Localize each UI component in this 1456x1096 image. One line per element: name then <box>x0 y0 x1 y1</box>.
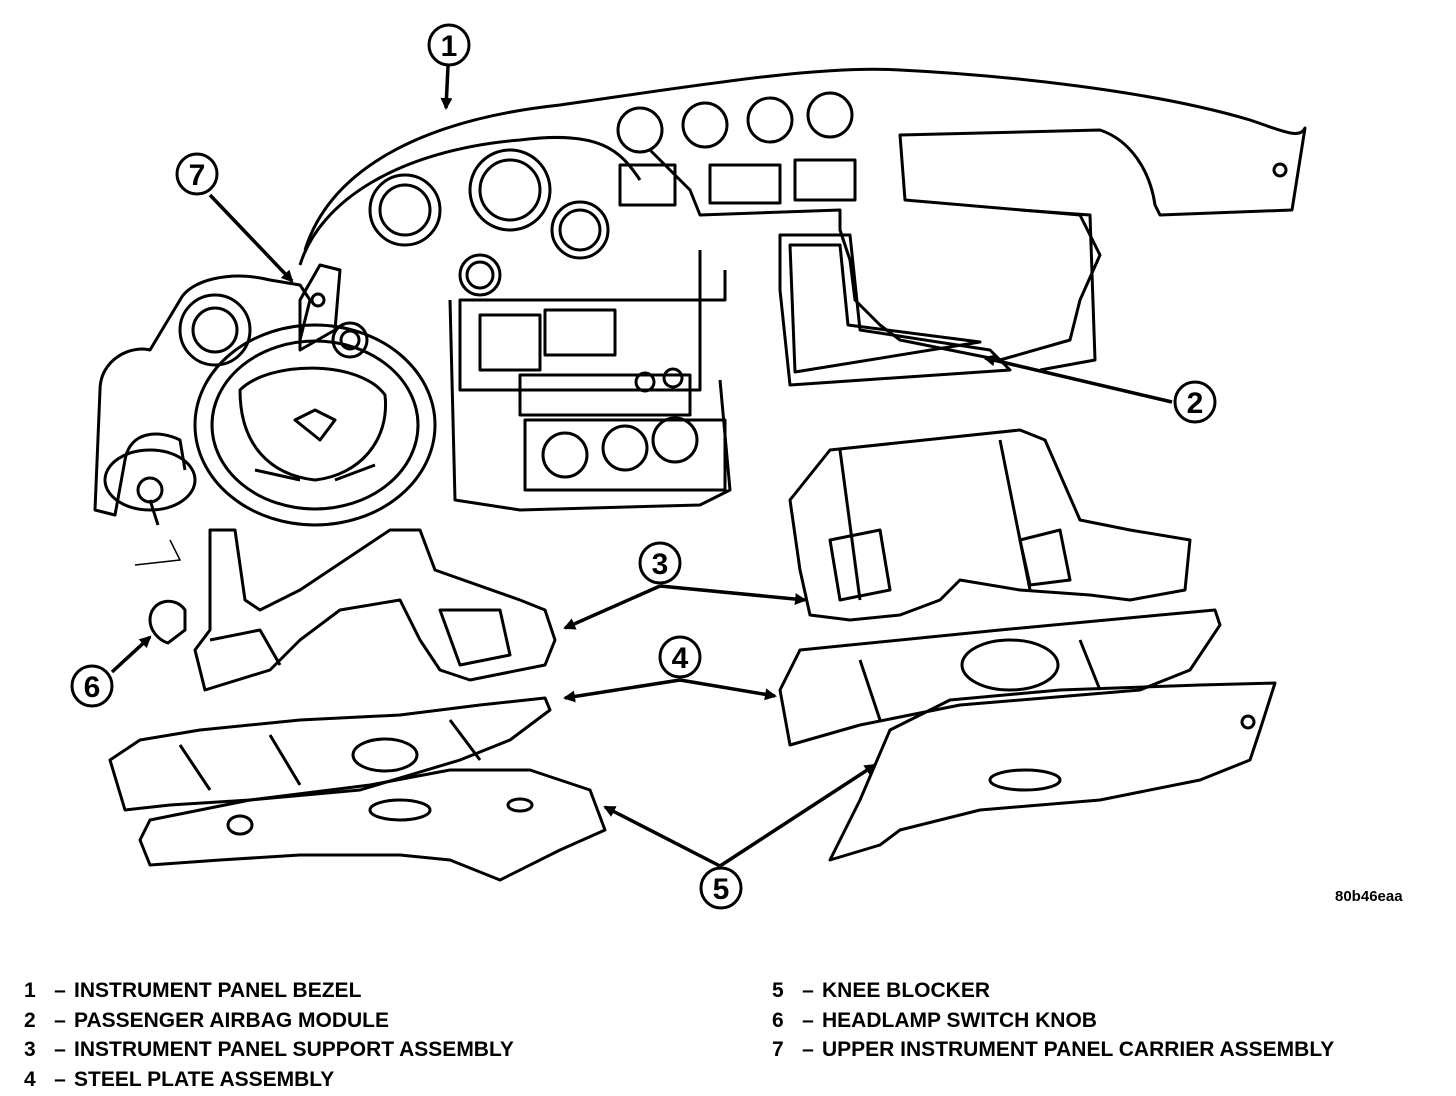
legend-item-dash: – <box>54 979 66 1002</box>
legend-item-label: STEEL PLATE ASSEMBLY <box>74 1067 335 1091</box>
legend-item-number: 5 <box>772 979 784 1002</box>
legend-item-number: 7 <box>772 1038 784 1061</box>
legend-item-dash: – <box>54 1038 66 1061</box>
steel-plate-drawing <box>108 608 1222 812</box>
headlamp-knob-drawing <box>134 539 187 645</box>
callout-4-number: 4 <box>672 642 689 675</box>
callout-3-number: 3 <box>652 548 669 581</box>
callout-7: 7 <box>175 152 219 196</box>
legend-item-label: UPPER INSTRUMENT PANEL CARRIER ASSEMBLY <box>822 1038 1335 1061</box>
callout-7-number: 7 <box>189 159 206 192</box>
callout-1-number: 1 <box>441 30 458 63</box>
leader-arrows <box>110 65 1173 868</box>
callout-2-number: 2 <box>1187 387 1204 420</box>
legend-item-dash: – <box>802 1008 814 1032</box>
callout-1: 1 <box>427 23 471 67</box>
exploded-view-diagram: 1 2 3 4 5 6 7 <box>70 23 1307 910</box>
legend-right-column: 5 – KNEE BLOCKER 6 – HEADLAMP SWITCH KNO… <box>772 976 1334 1065</box>
legend-item-label: INSTRUMENT PANEL BEZEL <box>74 979 362 1002</box>
legend-item-number: 4 <box>24 1067 36 1091</box>
callout-3: 3 <box>638 541 682 585</box>
legend-item-number: 3 <box>24 1038 36 1061</box>
callout-6: 6 <box>70 664 114 708</box>
legend-item-dash: – <box>802 979 814 1002</box>
callout-6-number: 6 <box>84 671 101 704</box>
instrument-panel-bezel-drawing <box>298 67 1307 512</box>
legend-item: 6 – HEADLAMP SWITCH KNOB <box>772 1006 1334 1036</box>
callout-4: 4 <box>658 635 702 679</box>
callout-2: 2 <box>1173 380 1217 424</box>
legend-item: 4 – STEEL PLATE ASSEMBLY <box>24 1065 514 1095</box>
legend-item-label: PASSENGER AIRBAG MODULE <box>74 1008 390 1032</box>
legend-item-dash: – <box>802 1038 814 1061</box>
legend-item-label: KNEE BLOCKER <box>822 979 991 1002</box>
instrument-panel-support-drawing <box>193 428 1192 692</box>
legend-item-dash: – <box>54 1008 66 1032</box>
upper-carrier-and-steering-drawing <box>93 263 437 527</box>
legend-item-number: 6 <box>772 1008 784 1032</box>
legend-item: 7 – UPPER INSTRUMENT PANEL CARRIER ASSEM… <box>772 1035 1334 1065</box>
callout-5-number: 5 <box>713 873 730 906</box>
legend-item: 3 – INSTRUMENT PANEL SUPPORT ASSEMBLY <box>24 1035 514 1065</box>
legend-item-dash: – <box>54 1067 66 1091</box>
legend-item-label: HEADLAMP SWITCH KNOB <box>822 1008 1097 1032</box>
callout-5: 5 <box>699 866 743 910</box>
legend-item: 2 – PASSENGER AIRBAG MODULE <box>24 1006 514 1036</box>
figure-code: 80b46eaa <box>1335 888 1403 905</box>
knee-blocker-drawing <box>138 681 1277 882</box>
legend-item-number: 2 <box>24 1008 36 1032</box>
legend-item: 5 – KNEE BLOCKER <box>772 976 1334 1006</box>
legend-item-label: INSTRUMENT PANEL SUPPORT ASSEMBLY <box>74 1038 514 1061</box>
legend-item-number: 1 <box>24 979 36 1002</box>
legend-left-column: 1 – INSTRUMENT PANEL BEZEL 2 – PASSENGER… <box>24 976 514 1094</box>
legend-item: 1 – INSTRUMENT PANEL BEZEL <box>24 976 514 1006</box>
